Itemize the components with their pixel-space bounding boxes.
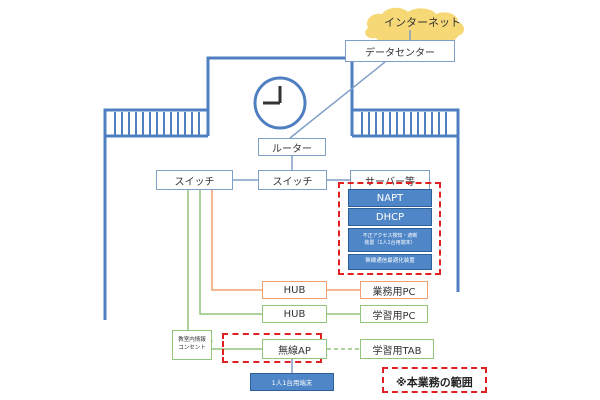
learning-pc-node: 学習用PC: [360, 305, 428, 323]
fraud-device-line2: 装置（1人1台用端末）: [364, 240, 416, 246]
scope-legend-label: ※本業務の範囲: [396, 376, 473, 389]
napt-box: NAPT: [348, 189, 432, 207]
scope-legend-box: [382, 367, 487, 393]
switch-left-node: スイッチ: [156, 170, 233, 190]
hub-learning-node: HUB: [262, 305, 327, 323]
outlet-line2: コンセント: [178, 345, 206, 351]
business-pc-node: 業務用PC: [360, 281, 428, 299]
scope-dashed-server: [338, 182, 441, 275]
building-outline: [206, 56, 354, 136]
wireless-ap-node: 無線AP: [262, 339, 327, 359]
outlet-line1: 教室内情報: [178, 337, 206, 344]
internet-cloud: [365, 7, 464, 45]
switch-center-node: スイッチ: [258, 170, 327, 190]
hub-business-node: HUB: [262, 281, 327, 299]
fraud-detection-device: 不正アクセス検知・遮断 装置（1人1台用端末）: [348, 228, 432, 252]
fraud-device-line1: 不正アクセス検知・遮断: [362, 233, 418, 240]
router-node: ルーター: [258, 138, 326, 156]
terminal-box: 1人1台用端末: [250, 373, 334, 391]
data-center-node: データセンター: [345, 40, 455, 62]
wireless-optimizer-device: 無線通信最適化装置: [348, 254, 432, 270]
internet-label: インターネット: [384, 16, 461, 29]
clock-icon: [253, 76, 307, 130]
dhcp-box: DHCP: [348, 208, 432, 226]
learning-tab-node: 学習用TAB: [360, 339, 434, 359]
classroom-outlet-node: 教室内情報 コンセント: [172, 330, 212, 360]
